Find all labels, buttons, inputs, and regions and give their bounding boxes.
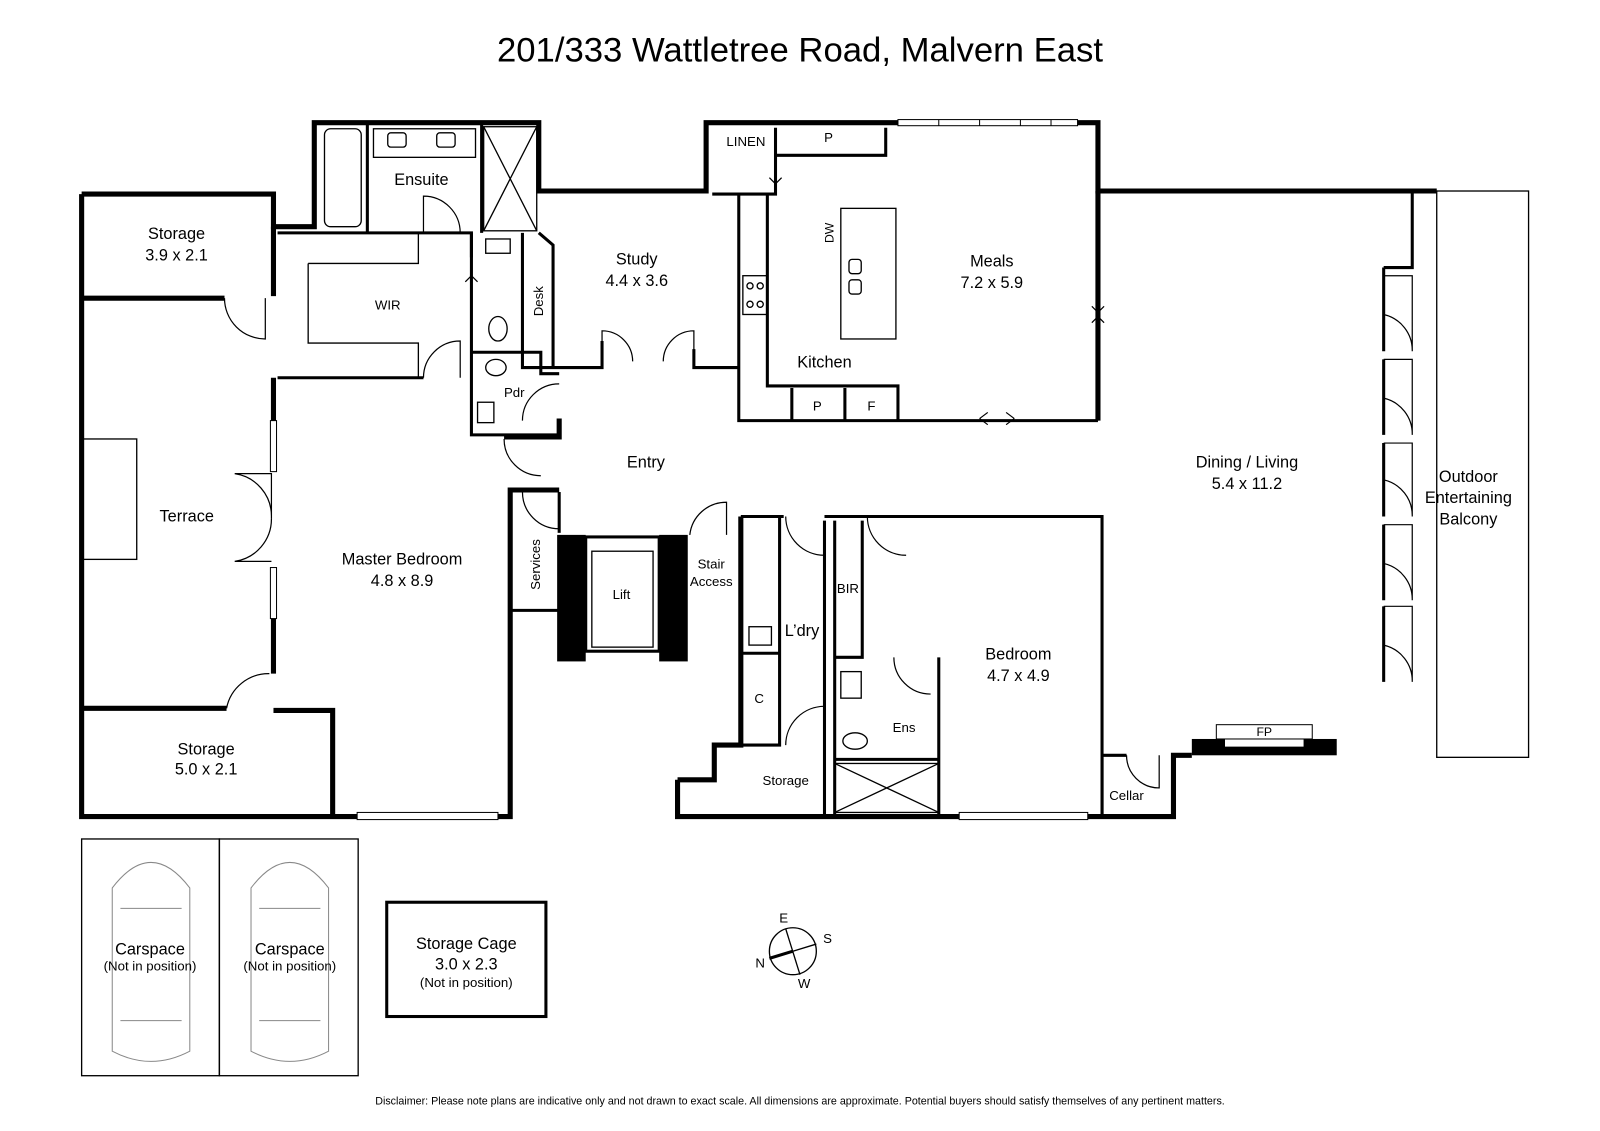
room-name: BIR [837,581,859,596]
room-size: 4.4 x 3.6 [605,272,668,290]
room-size: 4.7 x 4.9 [987,667,1050,685]
storage-cage-size: 3.0 x 2.3 [435,956,498,974]
room-name: LINEN [726,134,765,149]
room-name: P [824,130,833,145]
compass-north: N [755,956,765,971]
room-name: Entry [627,454,666,472]
room-name: C [754,691,764,706]
compass-south: S [823,931,832,946]
plan-title: 201/333 Wattletree Road, Malvern East [497,31,1103,69]
room-name: Lift [613,587,631,602]
storage-cage-note: (Not in position) [420,975,513,990]
room-size: 5.4 x 11.2 [1212,475,1282,493]
room-name: Master Bedroom [342,550,463,568]
room-name: Bedroom [985,645,1051,663]
room-name: Study [616,250,659,268]
room-name: Balcony [1439,511,1498,529]
carspace-2: Carspace (Not in position) [218,838,359,1077]
room-size: 5.0 x 2.1 [175,761,238,779]
carspace-note: (Not in position) [243,959,336,974]
room-labels: Storage 3.9 x 2.1 Ensuite WIR Desk Study… [145,130,1512,803]
exterior-walls [79,120,1437,820]
room-name: Services [528,539,543,590]
room-name: Dining / Living [1196,454,1298,472]
carspace-note: (Not in position) [104,959,197,974]
room-size: 3.9 x 2.1 [145,246,208,264]
interior-walls [277,124,1414,817]
room-name: Stair [698,557,726,572]
terrace-planter [80,438,138,561]
carspace-label: Carspace [255,940,325,958]
appliance-label: F [867,398,875,413]
room-size: 7.2 x 5.9 [961,274,1024,292]
room-name: Storage [148,225,205,243]
compass-icon: E S N W [755,911,832,991]
windows [269,119,1089,821]
room-size: 4.8 x 8.9 [371,572,434,590]
room-name: Access [690,574,733,589]
fireplace [1191,724,1337,756]
storage-cage-label: Storage Cage [416,935,517,953]
room-name: P [813,398,822,413]
room-name: Outdoor [1439,468,1499,486]
room-name: L’dry [785,622,820,640]
carspace-label: Carspace [115,940,185,958]
room-name: Cellar [1109,788,1144,803]
compass-west: W [798,976,811,991]
room-name: Storage [178,740,235,758]
compass-east: E [779,911,788,926]
kitchen-island [742,207,897,340]
room-name: Pdr [504,385,525,400]
doors [223,173,1413,789]
lift-shaft [557,534,688,662]
room-name: Storage [763,773,809,788]
room-name: Kitchen [797,354,851,372]
room-name: WIR [375,297,401,312]
room-name: Meals [970,253,1014,271]
room-name: Ens [893,720,916,735]
room-name: Terrace [160,508,214,526]
room-name: Ensuite [394,171,448,189]
fireplace-label: FP [1256,725,1272,739]
balcony-outline [1436,190,1530,759]
disclaimer: Disclaimer: Please note plans are indica… [375,1095,1225,1107]
appliance-label: DW [823,222,837,243]
storage-cage: Storage Cage 3.0 x 2.3 (Not in position) [385,900,548,1019]
room-name: Entertaining [1425,489,1512,507]
carspace-1: Carspace (Not in position) [80,838,221,1077]
bathroom-fixtures [323,126,940,814]
room-name: Desk [531,286,546,317]
wir-shelving [307,232,420,378]
